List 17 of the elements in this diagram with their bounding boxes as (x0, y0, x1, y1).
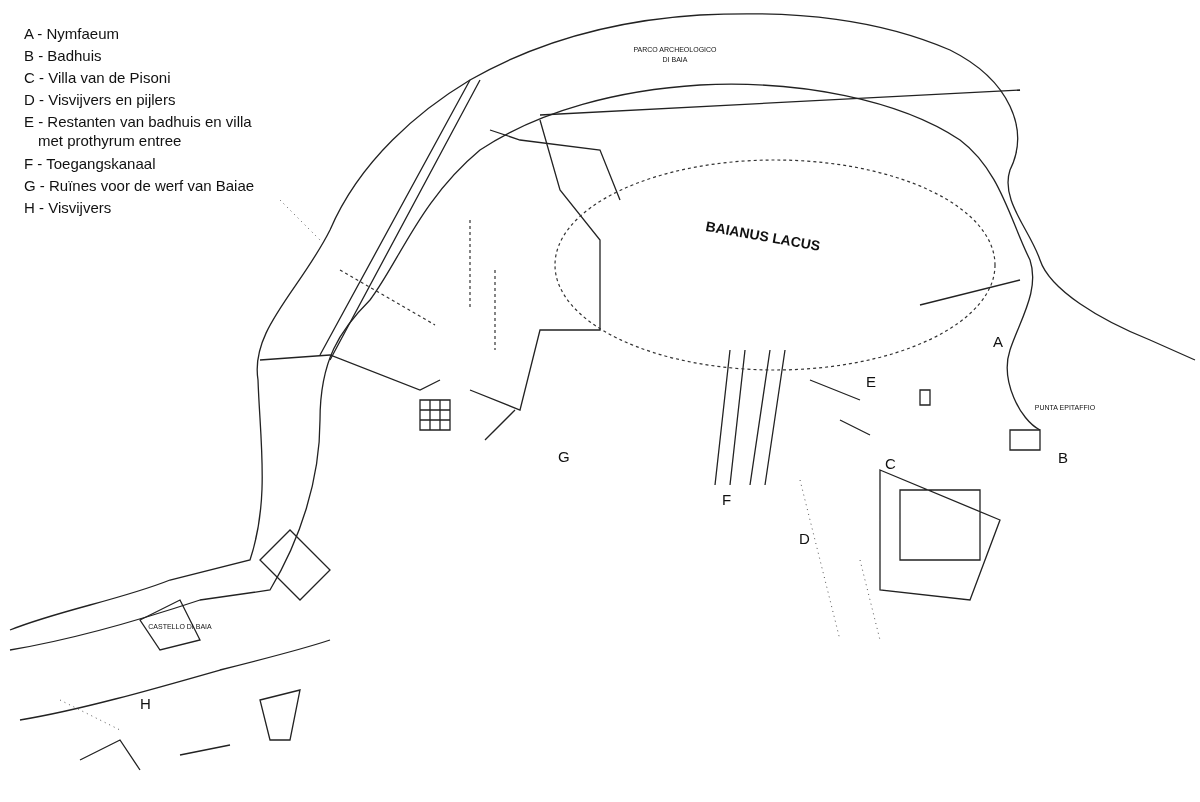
map-letter: H (140, 695, 151, 712)
legend-entry: H - Visvijvers (24, 198, 112, 217)
legend-entry: D - Visvijvers en pijlers (24, 90, 176, 109)
legend-entry: A - Nymfaeum (24, 24, 120, 43)
map-letter: C (885, 455, 896, 472)
legend-entry: C - Villa van de Pisoni (24, 68, 171, 87)
legend-entry: G - Ruïnes voor de werf van Baiae (24, 176, 255, 195)
legend-entry: F - Toegangskanaal (24, 154, 156, 173)
legend-entry: E - Restanten van badhuis en villa met prothyrum entree (24, 112, 253, 150)
map-letter: B (1058, 449, 1068, 466)
map-letter: G (558, 448, 570, 465)
map-letter: F (722, 491, 732, 508)
map-letter: E (866, 373, 876, 390)
map-letter: D (799, 530, 810, 547)
legend-entry: B - Badhuis (24, 46, 102, 65)
map-letter: A (993, 333, 1003, 350)
lake-name: BAIANUS LACUS (704, 218, 822, 254)
